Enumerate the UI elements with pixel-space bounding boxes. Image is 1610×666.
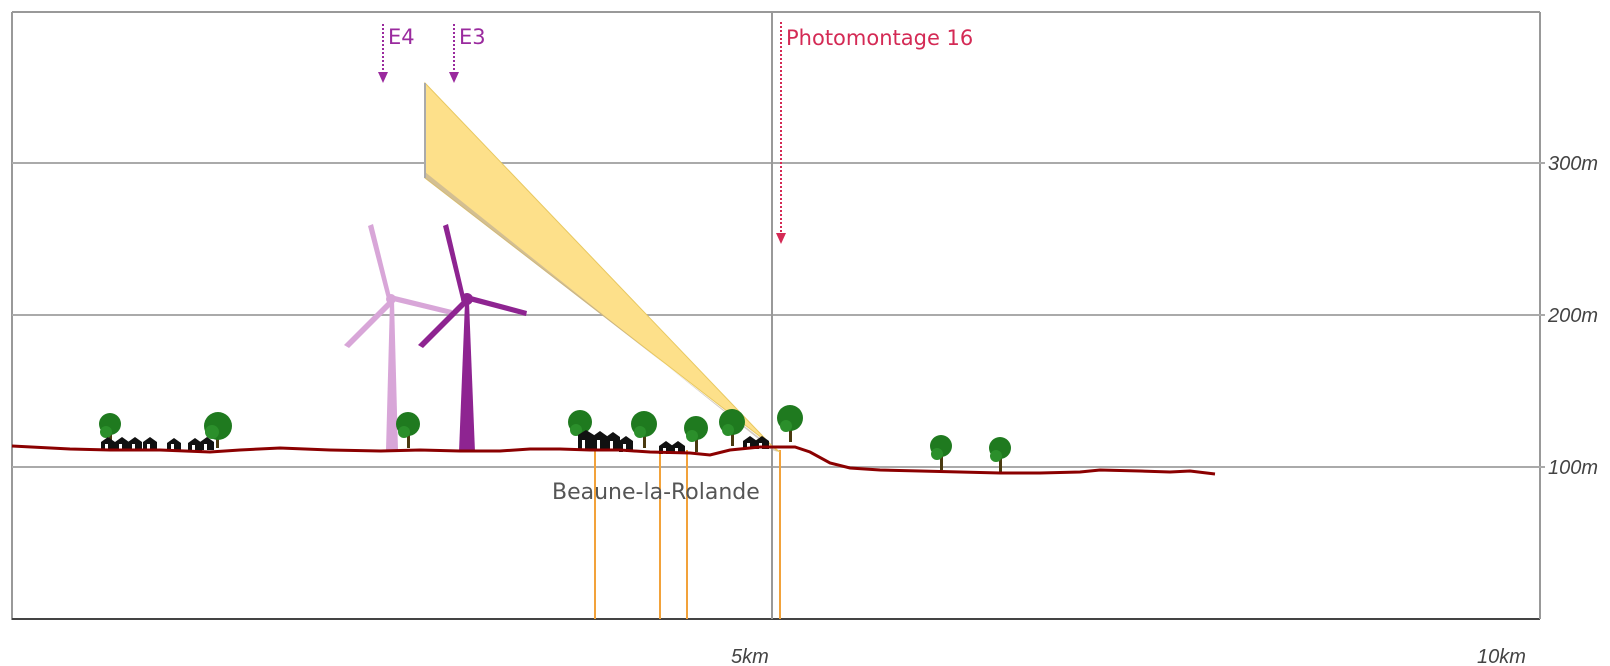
house: [188, 438, 202, 451]
terrain-profile: [11, 444, 1216, 476]
y-tick-label-100m: 100m: [1548, 457, 1598, 479]
turbine-e3-blade: [418, 300, 467, 348]
turbine-e4-tower: [386, 300, 398, 450]
turbine-e4-blade: [344, 300, 393, 348]
marker-e3-arrowhead: [449, 72, 459, 83]
y-tick-label-200m: 200m: [1547, 305, 1598, 327]
house: [128, 437, 142, 450]
house: [671, 441, 685, 454]
house: [200, 437, 214, 450]
tree: [719, 409, 745, 446]
tree: [777, 405, 803, 442]
town-label: Beaune-la-Rolande: [552, 480, 760, 505]
tree: [631, 411, 657, 448]
turbine-e3-tower: [459, 302, 475, 452]
turbine-e3-blade: [469, 296, 527, 316]
marker-photomontage-arrowhead: [776, 233, 786, 244]
view-cone: [424, 81, 781, 453]
marker-e4-label: E4: [388, 25, 415, 49]
house: [578, 430, 594, 451]
marker-e3-label: E3: [459, 25, 486, 49]
x-tick-label-5km: 5km: [731, 646, 769, 666]
turbine-e4-blade: [368, 224, 391, 299]
tree: [989, 437, 1011, 472]
tree: [930, 435, 952, 470]
turbine-e3-blade: [443, 224, 465, 299]
turbine-e3: [418, 224, 527, 452]
tree: [396, 412, 420, 448]
turbine-e4: [344, 224, 452, 450]
house: [167, 438, 181, 450]
trees: [99, 405, 1011, 472]
x-tick-label-10km: 10km: [1477, 646, 1526, 666]
marker-e4-arrowhead: [378, 72, 388, 83]
turbine-e3-hub: [461, 293, 473, 305]
sight-lines: [594, 450, 781, 619]
house: [619, 436, 633, 452]
house: [593, 431, 607, 451]
tree: [204, 412, 232, 448]
house: [101, 437, 115, 450]
house: [606, 432, 620, 451]
y-tick-label-300m: 300m: [1548, 153, 1598, 175]
marker-photomontage-label: Photomontage 16: [786, 26, 973, 50]
house: [115, 437, 129, 450]
tree: [684, 416, 708, 452]
turbine-e4-blade: [393, 296, 452, 315]
turbine-e4-hub: [386, 294, 396, 304]
house: [143, 437, 157, 450]
house: [743, 436, 757, 449]
